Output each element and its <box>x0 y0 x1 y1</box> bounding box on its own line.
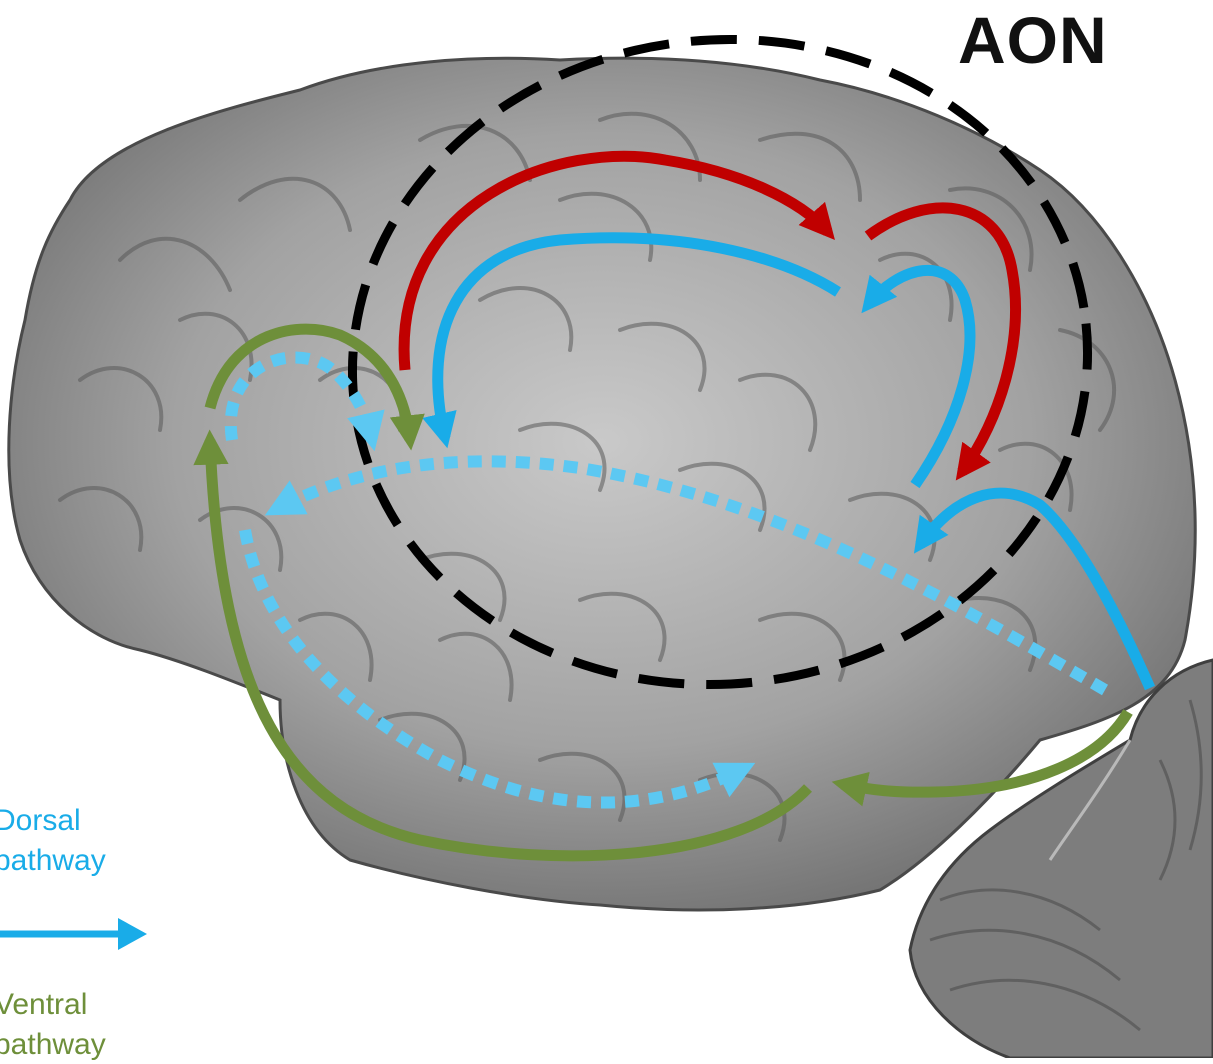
legend-ventral-line1: Ventral <box>0 986 87 1024</box>
legend-dorsal-arrowhead <box>118 918 147 950</box>
legend-dorsal-line2: pathway <box>0 842 106 880</box>
legend-dorsal-line1: Dorsal <box>0 802 81 840</box>
legend-ventral-line2: pathway <box>0 1026 106 1064</box>
aon-label: AON <box>958 2 1108 78</box>
